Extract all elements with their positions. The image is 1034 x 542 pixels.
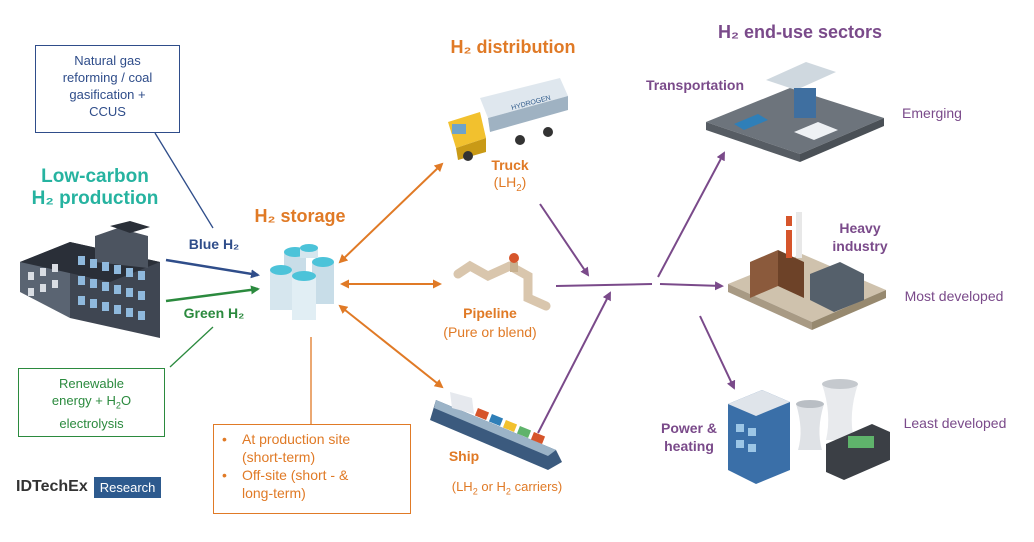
storage-tanks-illustration bbox=[270, 244, 334, 320]
factory-illustration bbox=[20, 221, 160, 338]
pipeline-sublabel: (Pure or blend) bbox=[443, 324, 537, 340]
storage-detail-line: Off-site (short - & bbox=[242, 467, 349, 483]
production-title: Low-carbon H₂ production bbox=[20, 166, 170, 210]
blue-h2-arrow bbox=[165, 258, 260, 279]
storage-detail-item: Off-site (short - & long-term) bbox=[214, 466, 410, 502]
green-h2-arrow bbox=[165, 285, 260, 303]
green-box-text: O bbox=[120, 393, 132, 408]
green-box-text: energy + H bbox=[51, 393, 116, 408]
blue-box-line: CCUS bbox=[89, 104, 126, 119]
distribution-title: H₂ distribution bbox=[450, 37, 576, 57]
ship-sub-text: (LH bbox=[451, 479, 473, 494]
ship-subscript: 2 bbox=[505, 486, 511, 497]
sector-power-line1: Power & bbox=[660, 420, 717, 436]
storage-detail-item: At production site (short-term) bbox=[214, 430, 410, 466]
brand-name: IDTechEx bbox=[16, 478, 88, 495]
blue-box-connector bbox=[154, 132, 214, 229]
pipeline-label-group: Pipeline (Pure or blend) bbox=[430, 304, 550, 342]
sector-industry-line2: industry bbox=[832, 238, 888, 254]
storage-details-box: At production site (short-term) Off-site… bbox=[213, 424, 411, 514]
truck-illustration: HYDROGEN bbox=[448, 78, 568, 161]
transportation-illustration bbox=[706, 62, 884, 162]
truck-label: Truck bbox=[491, 157, 529, 173]
sector-industry-line1: Heavy bbox=[839, 220, 881, 236]
green-h2-label: Green H₂ bbox=[183, 305, 245, 321]
green-box-line3: electrolysis bbox=[59, 415, 124, 431]
storage-ship-arrow bbox=[338, 304, 444, 389]
storage-truck-arrow bbox=[338, 162, 444, 264]
brand-logo: IDTechEx Research bbox=[16, 475, 162, 499]
blue-h2-label: Blue H₂ bbox=[188, 236, 240, 252]
sector-transportation-status: Emerging bbox=[902, 105, 962, 121]
truck-subscript: 2 bbox=[516, 182, 522, 194]
pipeline-illustration bbox=[453, 253, 551, 311]
sector-industry-status: Most developed bbox=[904, 288, 1004, 304]
green-box-connector bbox=[169, 326, 214, 368]
truck-to-hub-arrow bbox=[539, 203, 590, 277]
hub-to-transport-arrow bbox=[657, 151, 725, 278]
heavy-industry-illustration bbox=[728, 212, 886, 330]
truck-label-group: Truck (LH2) bbox=[478, 157, 542, 197]
green-box-subscript: 2 bbox=[115, 400, 121, 411]
brand-tag: Research bbox=[93, 476, 162, 498]
production-title-line2: H₂ production bbox=[31, 188, 159, 209]
blue-box-line: gasification + bbox=[69, 87, 146, 102]
truck-sublabel: (LH2) bbox=[478, 174, 542, 197]
ship-to-hub-arrow bbox=[537, 291, 611, 434]
sector-transportation-label: Transportation bbox=[645, 77, 744, 93]
pipeline-to-hub-line bbox=[555, 283, 653, 287]
storage-detail-line: At production site bbox=[242, 431, 351, 447]
green-box-line1: Renewable bbox=[58, 376, 125, 391]
ship-subscript: 2 bbox=[472, 486, 478, 497]
blue-h2-source-box: Natural gas reforming / coal gasificatio… bbox=[35, 45, 180, 133]
green-h2-source-box: Renewable energy + H2O electrolysis bbox=[18, 368, 165, 437]
sector-power-label: Power & heating bbox=[652, 419, 726, 455]
truck-sub-text: ) bbox=[521, 174, 527, 190]
storage-detail-line: (short-term) bbox=[242, 449, 316, 465]
truck-sub-text: (LH bbox=[493, 174, 517, 190]
ship-sublabel: (LH2 or H2 carriers) bbox=[428, 479, 586, 498]
storage-details-list: At production site (short-term) Off-site… bbox=[214, 430, 410, 502]
end-use-title: H₂ end-use sectors bbox=[717, 22, 883, 42]
hub-to-industry-arrow bbox=[659, 281, 724, 291]
production-title-line1: Low-carbon bbox=[41, 166, 149, 187]
sector-power-status: Least developed bbox=[903, 415, 1007, 431]
pipeline-label: Pipeline bbox=[463, 305, 517, 321]
power-heating-illustration bbox=[728, 379, 890, 484]
storage-detail-line: long-term) bbox=[242, 485, 306, 501]
sector-industry-label: Heavy industry bbox=[824, 219, 896, 255]
storage-title: H₂ storage bbox=[254, 206, 346, 226]
blue-box-line: Natural gas bbox=[74, 53, 141, 68]
blue-box-line: reforming / coal bbox=[62, 70, 153, 85]
ship-sub-text: or H bbox=[477, 479, 506, 494]
ship-label: Ship bbox=[448, 448, 480, 464]
sector-power-line2: heating bbox=[664, 438, 714, 454]
hub-to-power-arrow bbox=[699, 315, 736, 390]
ship-sub-text: carriers) bbox=[510, 479, 563, 494]
ship-illustration bbox=[430, 392, 562, 470]
green-box-line2: energy + H2O bbox=[19, 392, 164, 415]
